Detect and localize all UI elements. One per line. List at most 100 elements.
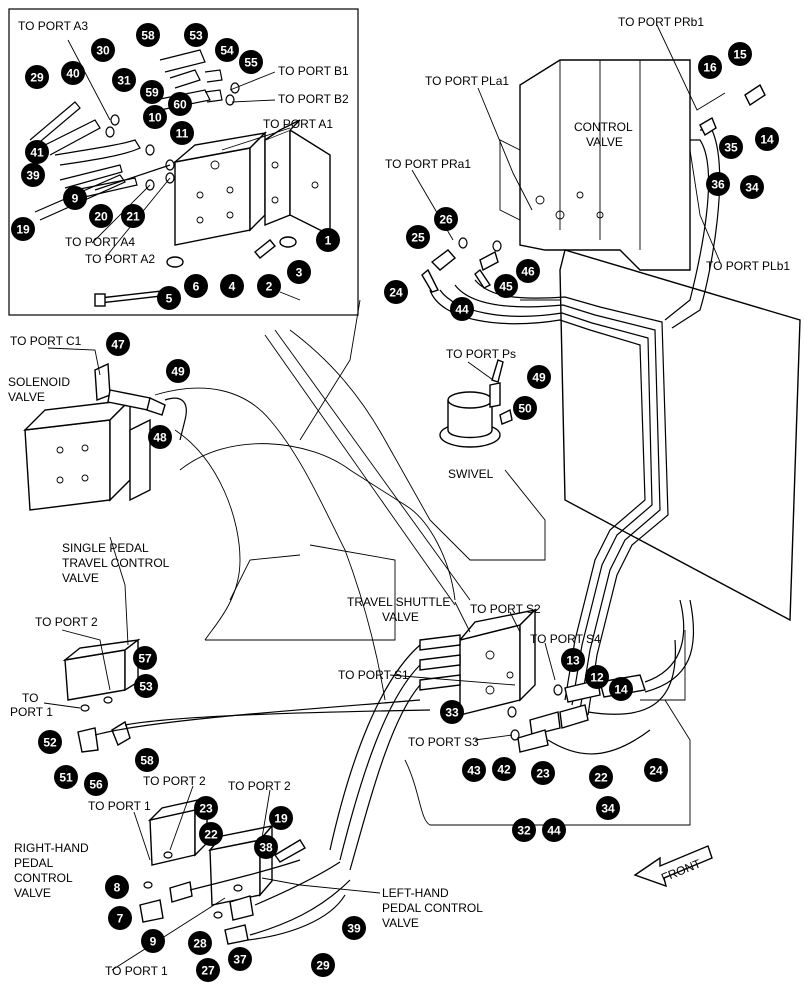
label-to-port-b2: TO PORT B2 [278, 92, 349, 106]
callout-19: 19 [269, 806, 293, 830]
callout-39: 39 [342, 916, 366, 940]
label-lh-pedal-line2: PEDAL CONTROL [382, 901, 483, 915]
callout-circle [516, 259, 540, 283]
callout-circle [38, 730, 62, 754]
callout-number: 1 [325, 234, 332, 248]
callout-circle [112, 68, 136, 92]
callout-number: 22 [594, 771, 608, 785]
single-pedal-valve [62, 638, 431, 753]
callout-number: 4 [229, 280, 236, 294]
callout-25: 25 [406, 225, 430, 249]
callout-number: 14 [760, 133, 774, 147]
callout-45: 45 [494, 274, 518, 298]
label-to-port-plb1: TO PORT PLb1 [706, 259, 790, 273]
callout-number: 14 [614, 683, 628, 697]
callout-3: 3 [287, 260, 311, 284]
callout-48: 48 [148, 425, 172, 449]
label-rh-pedal-line2: PEDAL [14, 856, 54, 870]
callout-circle [199, 822, 223, 846]
callout-circle [194, 796, 218, 820]
callout-32: 32 [512, 818, 536, 842]
callout-circle [135, 748, 159, 772]
label-lh-pedal-line3: VALVE [382, 916, 419, 930]
callout-number: 58 [141, 29, 155, 43]
callout-circle [531, 761, 555, 785]
inset-orings [105, 82, 240, 191]
pra1-fittings [421, 83, 766, 293]
solenoid-valve [23, 362, 187, 511]
callout-number: 49 [532, 371, 546, 385]
callout-circle [61, 61, 85, 85]
label-travel-shuttle-line1: TRAVEL SHUTTLE [347, 595, 450, 609]
inset-box [8, 8, 359, 316]
callout-number: 10 [148, 111, 162, 125]
callout-circle [585, 665, 609, 689]
callout-34: 34 [740, 175, 764, 199]
manifold-block [172, 131, 268, 246]
label-to-port-a4: TO PORT A4 [65, 235, 135, 249]
label-to-port-b1: TO PORT B1 [278, 64, 349, 78]
callout-number: 3 [296, 266, 303, 280]
callout-circle [513, 396, 537, 420]
callout-60: 60 [168, 92, 192, 116]
label-to-port-ps: TO PORT Ps [446, 347, 516, 361]
callout-53: 53 [184, 23, 208, 47]
callout-circle [184, 23, 208, 47]
callout-number: 41 [30, 146, 44, 160]
callout-1: 1 [316, 228, 340, 252]
callout-22: 22 [589, 765, 613, 789]
callout-number: 30 [96, 44, 110, 58]
callout-number: 36 [711, 178, 725, 192]
label-single-pedal-line1: SINGLE PEDAL [62, 541, 149, 555]
callout-23: 23 [531, 761, 555, 785]
callout-number: 8 [114, 881, 121, 895]
callout-number: 12 [590, 671, 604, 685]
callout-52: 52 [38, 730, 62, 754]
callout-9: 9 [141, 929, 165, 953]
label-travel-shuttle-line2: VALVE [382, 610, 419, 624]
callout-50: 50 [513, 396, 537, 420]
label-single-pedal-line2: TRAVEL CONTROL [62, 556, 170, 570]
callout-12: 12 [585, 665, 609, 689]
callout-5: 5 [157, 286, 181, 310]
mounting-bracket [264, 119, 331, 237]
callout-number: 59 [145, 86, 159, 100]
callout-59: 59 [140, 80, 164, 104]
callout-number: 34 [601, 802, 615, 816]
callout-number: 16 [703, 61, 717, 75]
callout-number: 11 [176, 127, 189, 141]
callout-circle [609, 677, 633, 701]
callout-10: 10 [143, 105, 167, 129]
label-to-port-pra1: TO PORT PRa1 [385, 157, 471, 171]
callout-circle [342, 916, 366, 940]
callout-20: 20 [89, 204, 113, 228]
callout-39: 39 [21, 163, 45, 187]
callout-circle [196, 958, 220, 982]
label-to-port-pla1: TO PORT PLa1 [425, 74, 509, 88]
label-to-port-1-rh: TO PORT 1 [88, 799, 151, 813]
callout-16: 16 [698, 55, 722, 79]
callout-24: 24 [644, 758, 668, 782]
callout-number: 44 [547, 824, 561, 838]
callout-58: 58 [136, 23, 160, 47]
callout-4: 4 [220, 274, 244, 298]
callout-circle [84, 772, 108, 796]
callout-number: 45 [499, 280, 513, 294]
callout-47: 47 [106, 332, 130, 356]
callout-number: 60 [173, 98, 187, 112]
label-to-port-s4: TO PORT S4 [530, 632, 601, 646]
callout-circle [140, 80, 164, 104]
callout-29: 29 [25, 65, 49, 89]
callout-circle [755, 127, 779, 151]
callout-23: 23 [194, 796, 218, 820]
callout-44: 44 [450, 297, 474, 321]
callout-circle [512, 818, 536, 842]
callout-circle [698, 55, 722, 79]
callout-circle [184, 274, 208, 298]
callout-circle [105, 875, 129, 899]
callout-number: 22 [204, 828, 218, 842]
callout-circle [257, 274, 281, 298]
callout-circle [143, 105, 167, 129]
